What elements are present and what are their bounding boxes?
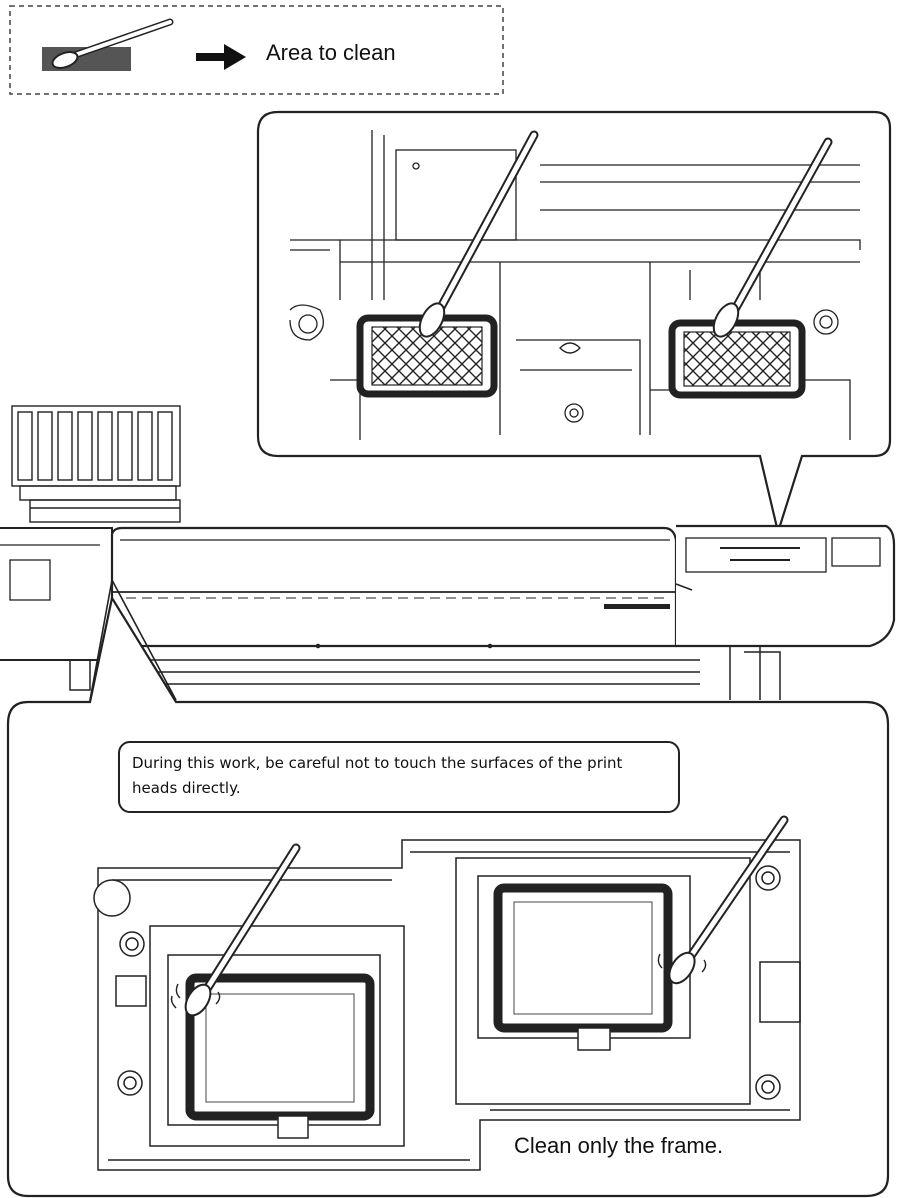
cotton-swab-bottom-left <box>170 843 301 1017</box>
legend-box <box>9 5 504 95</box>
legend-label: Area to clean <box>266 40 396 65</box>
print-head-callout <box>6 595 890 1198</box>
cotton-swab-top-left <box>418 130 539 338</box>
cotton-swab-icon <box>42 18 174 71</box>
left-cap <box>356 314 498 398</box>
right-print-head <box>477 875 691 1051</box>
caution-note: During this work, be careful not to touc… <box>118 741 680 813</box>
printer-illustration <box>0 405 896 701</box>
frame-caption: Clean only the frame. <box>514 1133 724 1158</box>
arrow-right-icon <box>196 44 246 70</box>
left-print-head <box>167 954 381 1139</box>
right-cap <box>668 319 806 399</box>
cap-area-callout <box>256 110 892 537</box>
ink-cartridges <box>11 405 181 523</box>
cotton-swab-top-right <box>712 137 833 338</box>
cotton-swab-bottom-right <box>657 815 789 985</box>
